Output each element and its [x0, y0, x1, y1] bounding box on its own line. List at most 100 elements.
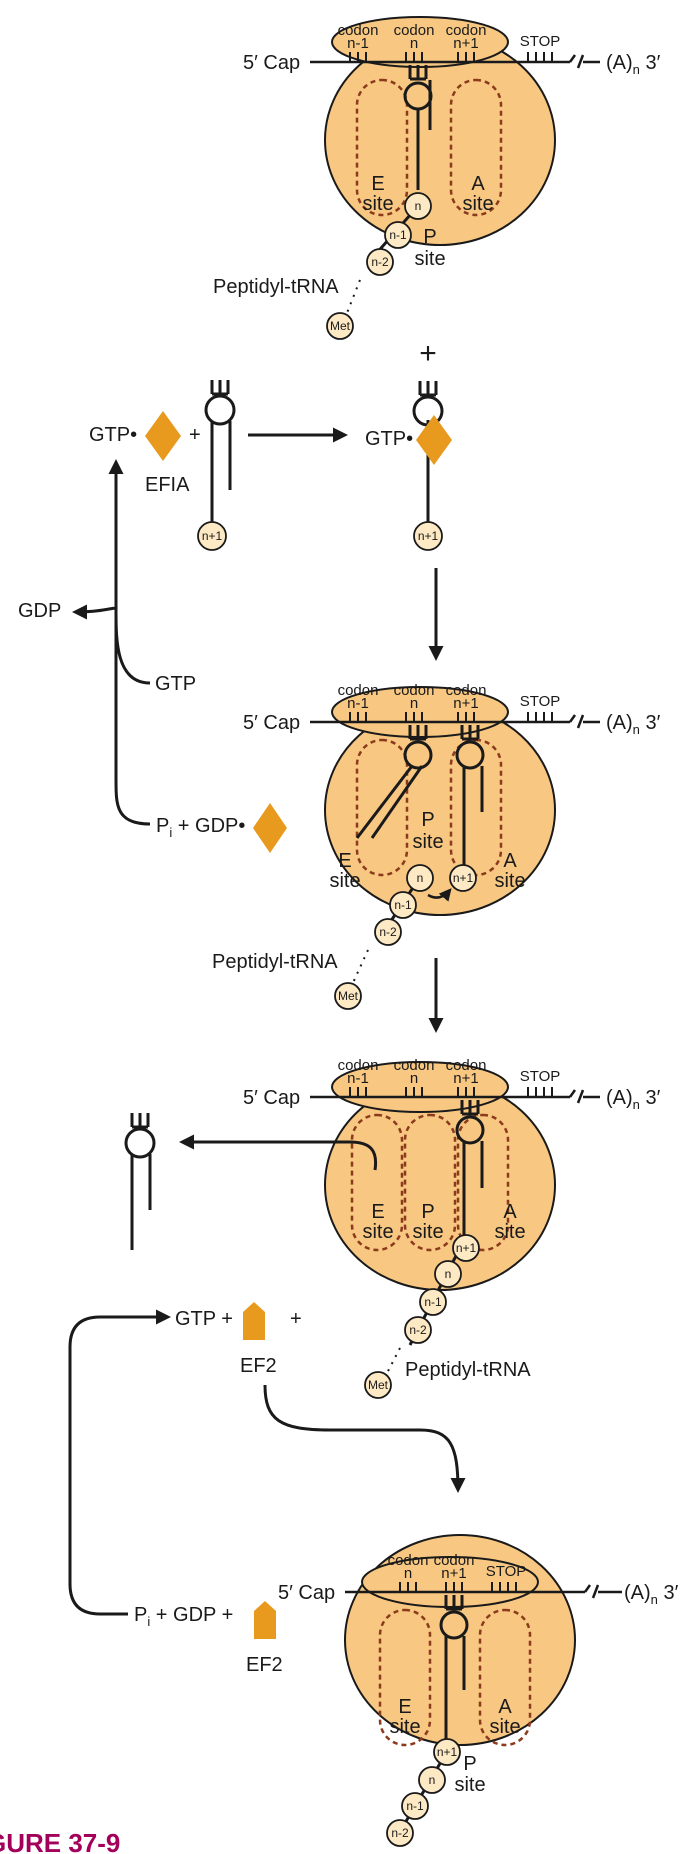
svg-text:A: A	[498, 1696, 512, 1718]
e-site-label: E	[371, 173, 384, 195]
peptidyl-trna-label: Peptidyl-tRNA	[212, 951, 338, 973]
peptidyl-trna-label: Peptidyl-tRNA	[405, 1359, 531, 1381]
svg-text:codon: codon	[446, 1057, 487, 1074]
gtp-label: GTP•	[89, 424, 137, 446]
residue-bead	[404, 192, 432, 220]
ef2-icon	[254, 1601, 276, 1639]
svg-text:n+1: n+1	[453, 695, 478, 712]
a-site-outline	[449, 78, 503, 217]
svg-text:E: E	[338, 850, 351, 872]
cap-label: 5′ Cap	[243, 712, 300, 734]
svg-text:codon: codon	[394, 1057, 435, 1074]
svg-text:n-1: n-1	[394, 898, 412, 912]
svg-text:n-1: n-1	[347, 695, 369, 712]
gtp-recycle-loop: GDP GTP Pi + GDP•	[18, 459, 287, 853]
arrow-exit	[179, 1134, 378, 1171]
svg-text:A: A	[503, 1201, 517, 1223]
cap-label: 5′ Cap	[243, 1087, 300, 1109]
svg-text:n: n	[410, 1070, 418, 1087]
cap-label: 5′ Cap	[278, 1582, 335, 1604]
svg-text:n-1: n-1	[406, 1799, 424, 1813]
gtp-label: GTP +	[175, 1308, 233, 1330]
met-bead	[326, 312, 354, 340]
svg-text:n: n	[404, 1565, 412, 1582]
svg-text:E: E	[398, 1696, 411, 1718]
codon-index: n	[410, 35, 418, 52]
svg-text:n+1: n+1	[453, 1070, 478, 1087]
ef1a-charging: GTP• EFIA + n+1 GTP• n+1	[89, 380, 452, 551]
ribosome-stage-3: 5′ Cap (A)n 3′ codon n-1 codon n codon n…	[179, 1057, 661, 1399]
ribosome-stage-4: 5′ Cap (A)n 3′ codon n codon n+1 STOP E …	[278, 1534, 679, 1847]
figure-label: GURE 37-9	[0, 1828, 120, 1854]
svg-text:site: site	[454, 1774, 485, 1796]
svg-text:site: site	[412, 1221, 443, 1243]
efia-label: EFIA	[145, 474, 190, 496]
cap-label: 5′ Cap	[243, 52, 300, 74]
svg-text:n+1: n+1	[456, 1241, 477, 1255]
svg-text:P: P	[463, 1753, 476, 1775]
svg-text:n+1: n+1	[202, 529, 223, 543]
svg-text:n-1: n-1	[389, 228, 407, 242]
svg-text:n-2: n-2	[371, 255, 389, 269]
svg-text:site: site	[494, 870, 525, 892]
svg-text:site: site	[389, 1716, 420, 1738]
codon-index: n-1	[347, 35, 369, 52]
svg-text:n+1: n+1	[441, 1565, 466, 1582]
e-site-label: site	[362, 193, 393, 215]
svg-text:n-1: n-1	[424, 1295, 442, 1309]
gtp-label: GTP	[155, 673, 196, 695]
svg-text:P: P	[421, 1201, 434, 1223]
svg-text:Met: Met	[368, 1378, 389, 1392]
svg-text:site: site	[489, 1716, 520, 1738]
svg-text:site: site	[362, 1221, 393, 1243]
stop-label: STOP	[520, 693, 561, 710]
gdp-label: GDP	[18, 600, 61, 622]
svg-text:codon: codon	[394, 682, 435, 699]
stop-label: STOP	[520, 33, 561, 50]
pi-gdp-label: Pi + GDP +	[134, 1604, 233, 1629]
svg-text:site: site	[412, 831, 443, 853]
residue-bead	[366, 248, 394, 276]
arrow-ef2	[263, 1384, 466, 1493]
polya-label: (A)n 3′	[606, 52, 661, 77]
ef1a-diamond-icon	[145, 411, 181, 461]
svg-text:n-2: n-2	[409, 1323, 427, 1337]
svg-text:n: n	[417, 871, 424, 885]
svg-text:codon: codon	[338, 1057, 379, 1074]
svg-text:n+1: n+1	[418, 529, 439, 543]
codon-label: codon	[446, 22, 487, 39]
svg-text:+: +	[189, 424, 201, 446]
svg-text:codon: codon	[338, 682, 379, 699]
trna-p-site	[403, 65, 433, 190]
pi-gdp-label: Pi + GDP•	[156, 815, 245, 840]
svg-text:Met: Met	[338, 989, 359, 1003]
residue-bead	[384, 221, 412, 249]
gtp-label: GTP•	[365, 428, 413, 450]
released-trna	[124, 1113, 156, 1250]
ef2-icon	[243, 1302, 265, 1340]
svg-text:codon: codon	[434, 1552, 475, 1569]
svg-text:n: n	[445, 1267, 452, 1281]
a-site-label: A	[471, 173, 485, 195]
polya-label: (A)n 3′	[606, 1087, 661, 1112]
a-site-label: site	[462, 193, 493, 215]
polya-label: (A)n 3′	[624, 1582, 679, 1607]
svg-text:site: site	[329, 870, 360, 892]
ef2-label: EF2	[246, 1654, 283, 1676]
svg-text:n-2: n-2	[391, 1826, 409, 1840]
svg-text:n+1: n+1	[437, 1745, 458, 1759]
plus-sign: +	[419, 337, 437, 370]
svg-text:A: A	[503, 850, 517, 872]
svg-text:n: n	[429, 1773, 436, 1787]
svg-text:codon: codon	[446, 682, 487, 699]
svg-text:n: n	[415, 199, 422, 213]
ribosome-stage-2: 5′ Cap (A)n 3′ codon n-1 codon n codon n…	[212, 682, 661, 1010]
svg-text:P: P	[421, 809, 434, 831]
p-site-label: P	[423, 226, 436, 248]
stop-label: STOP	[520, 1068, 561, 1085]
ribosome-stage-1: 5′ Cap (A)n 3′ codon n-1 codon n codon n…	[213, 16, 661, 340]
svg-text:n-1: n-1	[347, 1070, 369, 1087]
svg-text:site: site	[494, 1221, 525, 1243]
svg-text:n: n	[410, 695, 418, 712]
